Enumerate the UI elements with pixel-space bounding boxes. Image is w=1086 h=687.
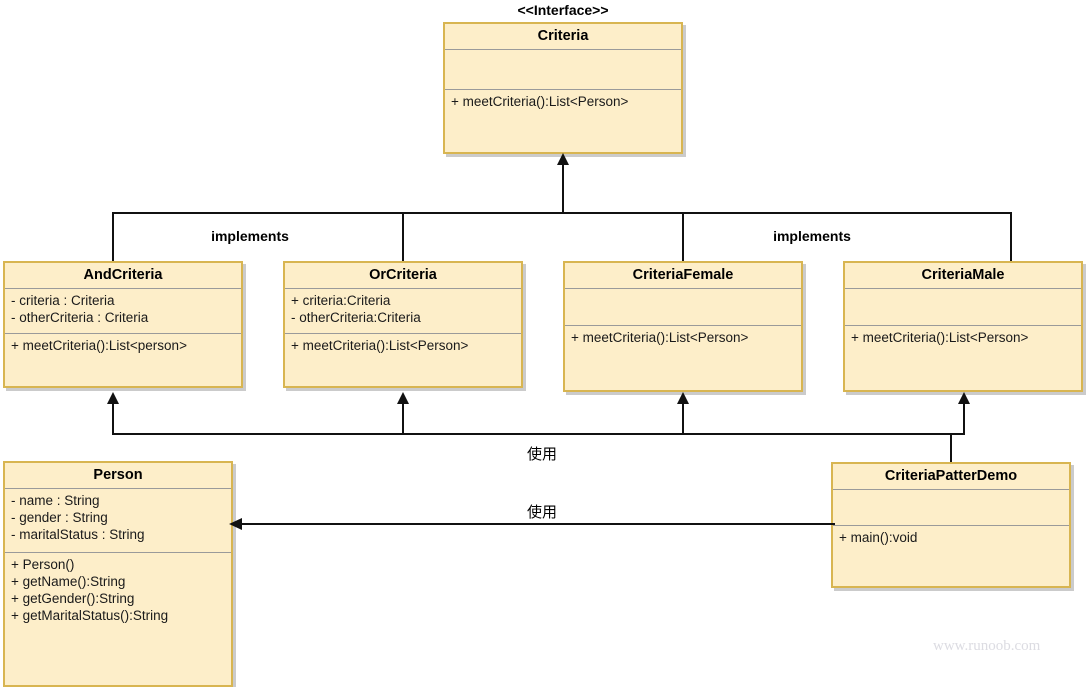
class-methods-criteriapatterdemo: + main():void [833, 526, 1069, 580]
class-attributes-criteria [445, 50, 681, 90]
generalization-drop-criteriafemale [682, 212, 684, 263]
attribute-item: - maritalStatus : String [11, 527, 145, 542]
method-item: + meetCriteria():List<person> [11, 338, 187, 353]
edge-label-implements-right: implements [773, 228, 851, 244]
usage-arrow-andcriteria-icon [107, 392, 119, 404]
method-item: + getMaritalStatus():String [11, 608, 169, 623]
class-box-criteria[interactable]: Criteria + meetCriteria():List<Person> [443, 22, 683, 154]
class-box-criteriapatterdemo[interactable]: CriteriaPatterDemo + main():void [831, 462, 1071, 588]
attribute-item: - otherCriteria:Criteria [291, 310, 421, 325]
attribute-item: - otherCriteria : Criteria [11, 310, 149, 325]
usage-edge-person [240, 523, 835, 525]
usage-arrow-criteriamale-icon [958, 392, 970, 404]
method-item: + getName():String [11, 574, 126, 589]
class-attributes-person: - name : String - gender : String - mari… [5, 489, 231, 553]
watermark-text: www.runoob.com [933, 638, 1041, 654]
method-item: + meetCriteria():List<Person> [571, 330, 749, 345]
class-title-criteriapatterdemo: CriteriaPatterDemo [833, 464, 1069, 490]
usage-riser-criteriafemale [682, 404, 684, 435]
usage-riser-andcriteria [112, 404, 114, 435]
class-title-andcriteria: AndCriteria [5, 263, 241, 289]
class-title-person: Person [5, 463, 231, 489]
generalization-riser [562, 165, 564, 214]
class-attributes-orcriteria: + criteria:Criteria - otherCriteria:Crit… [285, 289, 521, 334]
attribute-item: - name : String [11, 493, 100, 508]
usage-bus-criteria [112, 433, 965, 435]
class-box-person[interactable]: Person - name : String - gender : String… [3, 461, 233, 687]
class-attributes-criteriafemale [565, 289, 801, 326]
attribute-item: - criteria : Criteria [11, 293, 115, 308]
class-attributes-criteriamale [845, 289, 1081, 326]
method-item: + main():void [839, 530, 918, 545]
method-item: + meetCriteria():List<Person> [451, 94, 629, 109]
class-methods-criteriafemale: + meetCriteria():List<Person> [565, 326, 801, 384]
usage-arrow-person-icon [229, 518, 242, 530]
method-item: + meetCriteria():List<Person> [851, 330, 1029, 345]
class-title-criteriamale: CriteriaMale [845, 263, 1081, 289]
usage-drop-demo [950, 433, 952, 463]
class-methods-criteria: + meetCriteria():List<Person> [445, 90, 681, 147]
edge-label-uses-person: 使用 [526, 504, 557, 521]
class-methods-andcriteria: + meetCriteria():List<person> [5, 334, 241, 386]
edge-label-implements-left: implements [211, 228, 289, 244]
usage-arrow-criteriafemale-icon [677, 392, 689, 404]
interface-stereotype-label: <<Interface>> [517, 2, 609, 18]
usage-arrow-orcriteria-icon [397, 392, 409, 404]
method-item: + meetCriteria():List<Person> [291, 338, 469, 353]
usage-riser-orcriteria [402, 404, 404, 435]
edge-label-uses-criteria: 使用 [526, 446, 557, 463]
class-box-criteriamale[interactable]: CriteriaMale + meetCriteria():List<Perso… [843, 261, 1083, 392]
class-methods-person: + Person() + getName():String + getGende… [5, 553, 231, 685]
class-attributes-criteriapatterdemo [833, 490, 1069, 526]
generalization-drop-criteriamale [1010, 212, 1012, 263]
class-box-andcriteria[interactable]: AndCriteria - criteria : Criteria - othe… [3, 261, 243, 388]
class-attributes-andcriteria: - criteria : Criteria - otherCriteria : … [5, 289, 241, 334]
class-box-criteriafemale[interactable]: CriteriaFemale + meetCriteria():List<Per… [563, 261, 803, 392]
class-title-criteriafemale: CriteriaFemale [565, 263, 801, 289]
method-item: + getGender():String [11, 591, 135, 606]
method-item: + Person() [11, 557, 75, 572]
usage-riser-criteriamale [963, 404, 965, 435]
generalization-drop-orcriteria [402, 212, 404, 263]
class-title-orcriteria: OrCriteria [285, 263, 521, 289]
generalization-drop-andcriteria [112, 212, 114, 263]
class-methods-criteriamale: + meetCriteria():List<Person> [845, 326, 1081, 384]
class-methods-orcriteria: + meetCriteria():List<Person> [285, 334, 521, 386]
attribute-item: + criteria:Criteria [291, 293, 391, 308]
class-box-orcriteria[interactable]: OrCriteria + criteria:Criteria - otherCr… [283, 261, 523, 388]
generalization-arrow-icon [557, 153, 569, 165]
attribute-item: - gender : String [11, 510, 108, 525]
generalization-bus [112, 212, 1012, 214]
class-title-criteria: Criteria [445, 24, 681, 50]
